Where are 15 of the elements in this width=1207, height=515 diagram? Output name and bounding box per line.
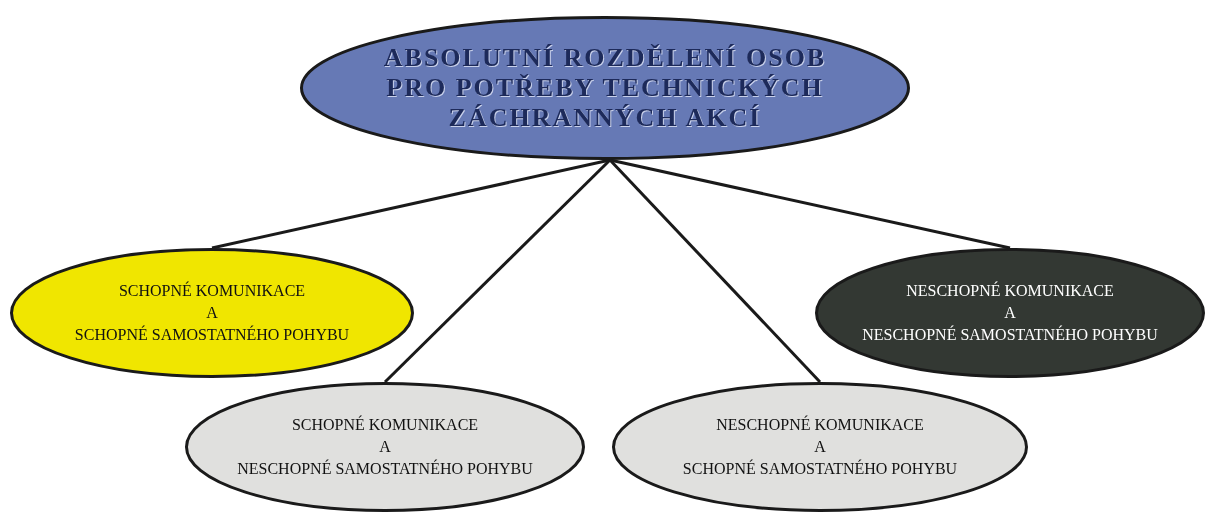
category-text: SCHOPNÉ SAMOSTATNÉHO POHYBU (682, 458, 958, 479)
category-text: SCHOPNÉ SAMOSTATNÉHO POHYBU (74, 324, 350, 345)
connector-line (383, 158, 612, 384)
category-text: NESCHOPNÉ KOMUNIKACE (716, 414, 924, 435)
title-text: ABSOLUTNÍ ROZDĚLENÍ OSOB PRO POTŘEBY TECHNICKÝCH ZÁCHRANNÝCH AKCÍ (382, 43, 828, 133)
category-text: A (814, 437, 826, 457)
category-text: NESCHOPNÉ KOMUNIKACE (906, 280, 1114, 301)
category-text: NESCHOPNÉ SAMOSTATNÉHO POHYBU (237, 458, 533, 479)
connector-line (608, 158, 822, 384)
category-text: SCHOPNÉ KOMUNIKACE (291, 414, 479, 435)
category-text: SCHOPNÉ KOMUNIKACE (118, 280, 306, 301)
category-text: A (206, 303, 218, 323)
category-text: NESCHOPNÉ SAMOSTATNÉHO POHYBU (862, 324, 1158, 345)
category-text: A (379, 437, 391, 457)
category-text: A (1004, 303, 1016, 323)
